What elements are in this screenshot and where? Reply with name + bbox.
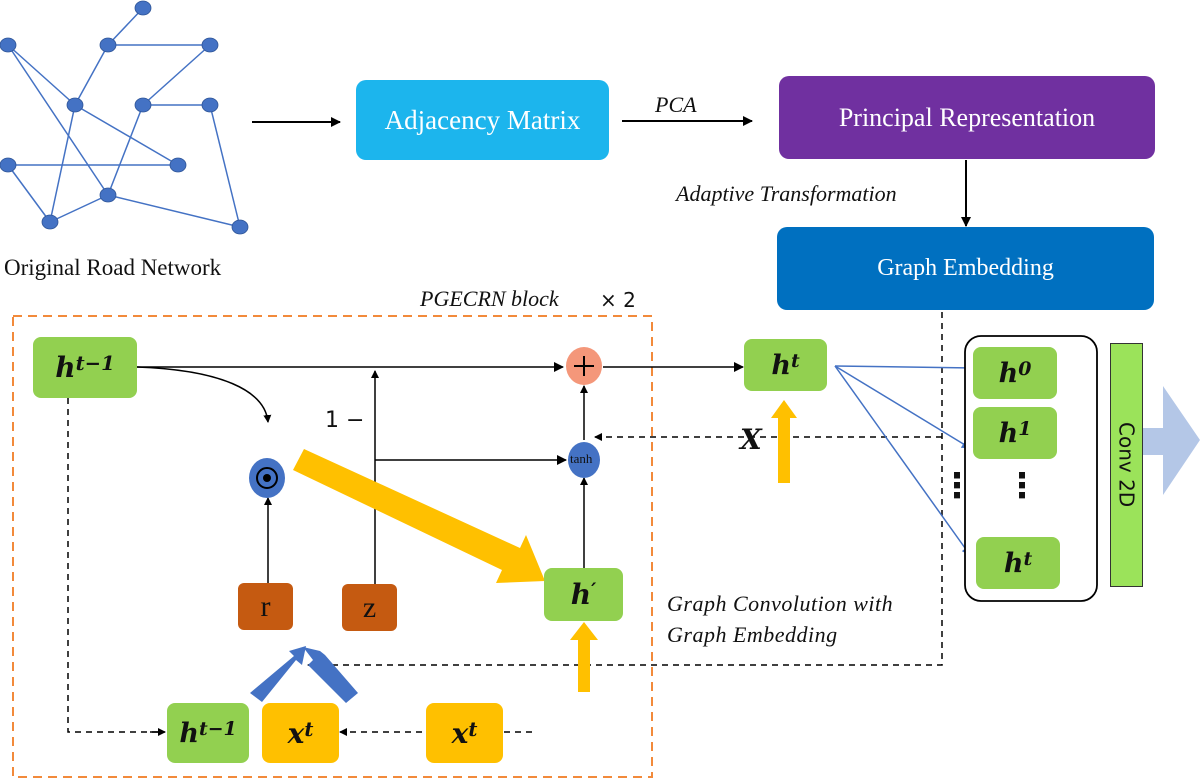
h-prev-input-base: h (179, 717, 199, 749)
update-gate-z: z (342, 584, 397, 631)
road-node (134, 0, 152, 16)
adaptive-transformation-label: Adaptive Transformation (676, 181, 897, 206)
road-node (201, 97, 219, 113)
arrow-ht-to-h1 (834, 365, 971, 449)
road-node (231, 219, 249, 235)
road-node (41, 214, 59, 230)
road-node (0, 37, 17, 53)
road-network-label: Original Road Network (4, 255, 222, 280)
pca-label: PCA (655, 92, 697, 117)
hidden-state-stack-border (964, 335, 1098, 602)
arrow-ht-to-ht (834, 365, 971, 556)
adjacency-matrix-label: Adjacency Matrix (384, 104, 581, 135)
h-prime-node: h′ (544, 568, 623, 621)
road-edge (49, 104, 76, 223)
output-arrow (1125, 386, 1200, 495)
dashed-hprev-to-input (67, 398, 160, 733)
pgecrn-repeat-label: × 2 (600, 288, 636, 312)
blue-arrow-xt-to-gates (303, 647, 358, 703)
h-prime-base: h (570, 578, 592, 611)
hadamard-icon-dot (263, 474, 271, 482)
stack-ht-sup: t (1023, 548, 1033, 571)
principal-representation-label: Principal Representation (838, 102, 1096, 132)
road-node (0, 157, 17, 173)
conv2d-label: Conv 2D (1114, 422, 1139, 508)
stack-h1-base: h (998, 417, 1019, 449)
tanh-node (568, 442, 600, 478)
stack-ellipsis: ⋮ (1005, 466, 1039, 506)
road-network-graph (0, 0, 249, 235)
hadamard-icon-ring (256, 467, 278, 489)
one-minus-label: 1 − (325, 408, 365, 433)
road-node (169, 157, 187, 173)
yellow-arrow-xt-to-hprime (570, 622, 598, 692)
stack-h0-base: h (998, 357, 1019, 389)
road-edge (107, 104, 144, 196)
road-node (66, 97, 84, 113)
pgecrn-block-border (12, 315, 653, 778)
road-edge (7, 44, 109, 196)
graph-conv-label-line2: Graph Embedding (667, 622, 838, 647)
arrow-ht-to-h0 (834, 363, 975, 373)
x-input-label: X (740, 423, 762, 456)
x-t-right-sup: t (468, 717, 478, 741)
x-t-right-base: x (451, 716, 469, 750)
x-t-mid-sup: t (304, 717, 314, 741)
h-t-sup: t (790, 350, 800, 373)
road-node (134, 97, 152, 113)
x-t-mid-base: x (287, 716, 305, 750)
road-edge (49, 194, 109, 223)
road-edge (107, 7, 144, 46)
r-label: r (260, 589, 271, 623)
pgecrn-block-title: PGECRN block (420, 286, 559, 311)
h-prime-sup: ′ (591, 579, 597, 603)
blue-arrow-hprev-to-gates (250, 646, 306, 702)
h-prev-base: h (55, 351, 76, 384)
arrows-ellipsis: ⋮ (940, 466, 974, 506)
road-node (99, 187, 117, 203)
graph-conv-label-line1: Graph Convolution with (667, 591, 894, 616)
stack-ht-base: h (1003, 547, 1024, 579)
h-t-base: h (771, 349, 791, 381)
dashed-graph-embedding-feed (310, 312, 943, 666)
h-prev-sup: t−1 (75, 352, 115, 376)
z-label: z (362, 590, 377, 624)
yellow-arrow-hadamard-to-hprime (293, 449, 545, 583)
stack-h1-sup: 1 (1018, 418, 1032, 441)
arrow-hprev-to-hadamard (136, 366, 272, 423)
graph-embedding-box: Graph Embedding (777, 227, 1154, 310)
road-edge (74, 44, 109, 106)
principal-representation-box: Principal Representation (779, 76, 1155, 159)
road-edge (74, 104, 179, 166)
stack-h0-sup: 0 (1018, 358, 1032, 381)
road-edge (7, 164, 51, 223)
conv2d-block: Conv 2D (1110, 343, 1143, 587)
tanh-label: tanh (570, 451, 593, 466)
adjacency-matrix-box: Adjacency Matrix (356, 80, 609, 160)
road-node (99, 37, 117, 53)
road-edge (107, 194, 241, 228)
road-edge (209, 104, 241, 228)
road-node (201, 37, 219, 53)
road-edge (142, 44, 211, 106)
h-prev-input-sup: t−1 (198, 718, 237, 741)
road-edge (7, 44, 76, 106)
reset-gate-r: r (238, 583, 293, 630)
graph-embedding-label: Graph Embedding (877, 255, 1054, 281)
yellow-arrow-x-to-ht (771, 400, 797, 483)
